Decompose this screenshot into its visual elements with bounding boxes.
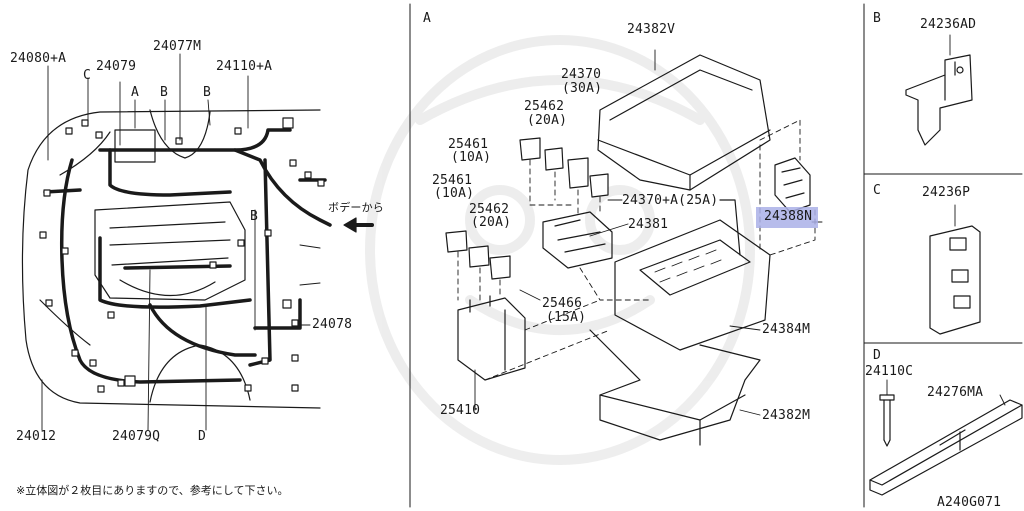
part-label-24384m: 24384M (762, 322, 811, 337)
part-label-24236p: 24236P (922, 185, 971, 200)
part-label-25461-mid: 25461 (432, 173, 473, 188)
part-label-24110c: 24110C (865, 364, 914, 379)
connector-ref-b-mid: B (250, 209, 259, 224)
footnote: ※立体図が２枚目にありますので、参考にして下さい。 (16, 484, 289, 497)
part-label-25466: 25466 (542, 296, 583, 311)
part-label-25466-rating: (15A) (546, 310, 587, 325)
part-label-24079q: 24079Q (112, 429, 161, 444)
part-label-24370: 24370 (561, 67, 602, 82)
part-label-25462-mid-rating: (20A) (471, 215, 512, 230)
part-label-24077m: 24077M (153, 39, 202, 54)
part-label-24388n: 24388N (764, 209, 813, 224)
section-label-c: C (873, 183, 882, 198)
drawing-code: A240G071 (937, 495, 1002, 510)
part-label-24080a: 24080+A (10, 51, 67, 66)
connector-ref-b-1: B (160, 85, 169, 100)
part-label-25410: 25410 (440, 403, 481, 418)
part-label-25461-top: 25461 (448, 137, 489, 152)
part-label-25461-top-rating: (10A) (451, 150, 492, 165)
section-label-d: D (873, 348, 882, 363)
connector-ref-c: C (83, 68, 92, 83)
detail-b-bracket (905, 34, 973, 146)
part-label-24381: 24381 (628, 217, 669, 232)
watermark-emblem (365, 35, 755, 465)
part-label-25461-mid-rating: (10A) (434, 186, 475, 201)
part-label-24276ma: 24276MA (927, 385, 984, 400)
part-label-24012: 24012 (16, 429, 57, 444)
detail-d-bolt-bar (869, 379, 1023, 496)
part-label-24370-rating: (30A) (562, 81, 603, 96)
from-body-label: ボデーから (328, 201, 384, 214)
part-label-24110a: 24110+A (216, 59, 273, 74)
part-label-25462-top-rating: (20A) (527, 113, 568, 128)
part-label-24078: 24078 (312, 317, 353, 332)
connector-ref-b-2: B (203, 85, 212, 100)
part-label-25462-top: 25462 (524, 99, 565, 114)
section-label-b: B (873, 11, 882, 26)
connector-ref-d: D (198, 429, 207, 444)
connector-ref-a: A (131, 85, 140, 100)
part-label-24382v: 24382V (627, 22, 676, 37)
detail-c-label-plate (929, 204, 981, 335)
part-label-24370a: 24370+A(25A) (622, 193, 719, 208)
part-label-25462-mid: 25462 (469, 202, 510, 217)
harness-drawing (21, 53, 374, 431)
part-label-24382m: 24382M (762, 408, 811, 423)
highlighted-part-marker (756, 207, 818, 228)
part-label-24236ad: 24236AD (920, 17, 977, 32)
section-label-a: A (423, 11, 432, 26)
part-label-24079: 24079 (96, 59, 137, 74)
fuse-box-drawing (445, 49, 823, 446)
